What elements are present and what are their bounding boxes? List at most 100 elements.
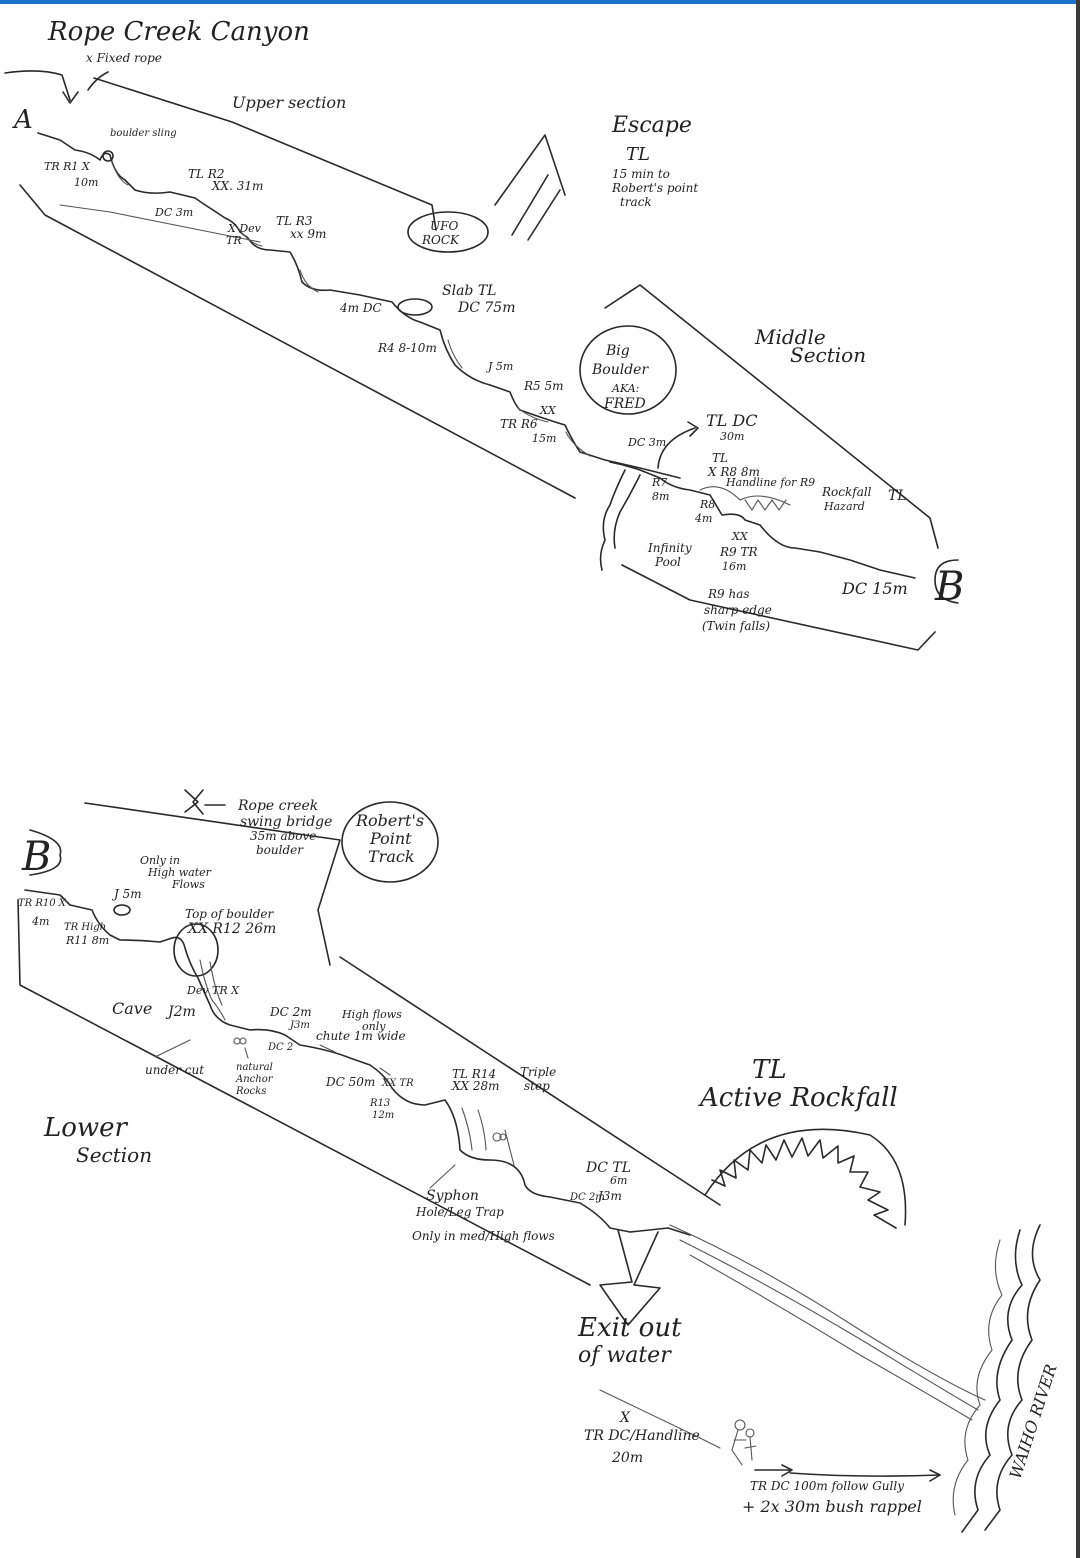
dc-3m-b-label: DC 3m	[627, 436, 666, 449]
fred-boulder-outline	[579, 325, 677, 415]
under-cut-label: under cut	[145, 1063, 204, 1077]
escape-note-2: Robert's point	[611, 181, 698, 195]
bridge-note-3: 35m above	[250, 829, 316, 843]
r5-label: R5 5m	[523, 379, 564, 393]
r4-label: R4 8-10m	[377, 341, 437, 355]
r9-note-2: sharp edge	[704, 603, 772, 617]
r12-water-squiggle	[199, 959, 226, 1021]
tl-big-label: TL	[752, 1055, 787, 1085]
escape-note-3: track	[620, 195, 652, 209]
r8b-length: 4m	[694, 512, 712, 525]
r11-label: R11 8m	[65, 934, 109, 947]
slab-oval	[397, 298, 433, 316]
high-water-2: High water	[147, 866, 212, 879]
dev-label: X Dev	[227, 222, 262, 235]
lower-section-2: Section	[76, 1143, 152, 1167]
slab-label: Slab TL	[442, 283, 496, 299]
bridge-note-2: swing bridge	[240, 814, 332, 830]
tr-r6-label: TR R6	[500, 417, 538, 431]
ufo-label-2: ROCK	[421, 233, 460, 247]
tr-handline-length: 20m	[611, 1450, 643, 1466]
natural-anchor-1: natural	[236, 1062, 273, 1073]
twin-falls-1	[599, 469, 626, 571]
r10-length: 4m	[31, 915, 49, 928]
marker-b-top: B	[934, 564, 964, 610]
dc-50m-label: DC 50m	[325, 1075, 375, 1089]
swing-bridge-symbol	[184, 789, 204, 815]
tl-dc-length: 30m	[720, 430, 744, 443]
syphon-2: Hole/Leg Trap	[415, 1205, 504, 1219]
escape-label: Escape	[611, 113, 692, 138]
rockfall-hazard-1: Rockfall	[821, 485, 872, 499]
tr-handline-label: TR DC/Handline	[584, 1428, 700, 1444]
marker-b-bottom-curve	[29, 829, 62, 876]
canyon-profile-upper	[37, 132, 681, 479]
syphon-3: Only in med/High flows	[412, 1229, 555, 1243]
tl-dc-arrow	[657, 421, 699, 469]
ufo-rock-outline	[407, 211, 489, 253]
marker-b-bottom: B	[21, 834, 51, 880]
title: Rope Creek Canyon	[47, 17, 310, 47]
fixed-rope-label: x Fixed rope	[86, 51, 162, 65]
lower-outline-top-right	[339, 956, 721, 1206]
top-diagram-labels: Rope Creek Canyon x Fixed rope A Upper s…	[12, 17, 964, 633]
r14-rock-2	[499, 1133, 507, 1141]
j5m-top-label: J 5m	[486, 360, 513, 373]
dc-15m-label: DC 15m	[841, 579, 908, 598]
twin-falls-2	[613, 474, 641, 549]
r13-length: 12m	[372, 1110, 394, 1121]
r3-length: xx 9m	[290, 227, 326, 241]
exit-arrow	[599, 1229, 661, 1326]
roberts-track-1: Robert's	[355, 811, 424, 830]
active-rockfall-arch	[704, 1128, 907, 1226]
outflow-line-1	[669, 1224, 986, 1401]
anchor-rock-1	[233, 1037, 241, 1045]
j5m-pool	[113, 904, 131, 916]
upper-ledge-line	[59, 204, 261, 243]
escape-note-1: 15 min to	[612, 167, 670, 181]
window-top-edge	[0, 0, 1080, 4]
j3m-b-label: J3m	[595, 1189, 622, 1203]
natural-anchor-3: Rocks	[235, 1086, 266, 1097]
r8-label: X R8 8m	[707, 465, 760, 479]
canyon-profile-upper-shadow	[111, 161, 591, 457]
active-rockfall-teeth	[711, 1137, 897, 1229]
active-rockfall-label: Active Rockfall	[698, 1083, 898, 1113]
entry-arrow-head	[62, 91, 79, 104]
r14-length: XX 28m	[451, 1079, 500, 1093]
upper-section-label: Upper section	[232, 93, 346, 112]
tr-x-label: X	[619, 1410, 631, 1426]
roberts-track-outline	[341, 801, 439, 883]
high-flows-1: High flows	[341, 1008, 402, 1021]
r8b-label: R8	[699, 498, 715, 511]
roberts-track-3: Track	[368, 847, 415, 866]
tr-r1-label: TR R1 X	[44, 160, 91, 173]
waiho-river-label: WAIHO RIVER	[1006, 1362, 1061, 1481]
r1-length: 10m	[74, 176, 98, 189]
rockfall-hazard-line	[699, 486, 791, 506]
top-diagram-linework	[4, 70, 959, 651]
fred-3: AKA:	[611, 382, 639, 395]
outflow-line-2	[679, 1239, 979, 1411]
follow-gully-label: TR DC 100m follow Gully	[750, 1479, 904, 1493]
gully-arrow-head	[929, 1469, 941, 1482]
escape-arrow-outline	[494, 134, 566, 206]
r9-xx: XX	[731, 530, 749, 543]
lower-section-1: Lower	[43, 1113, 129, 1143]
upper-outline-bottom	[19, 184, 576, 499]
middle-outline-bottom	[621, 564, 936, 651]
entry-arrow	[4, 70, 71, 101]
tr-high-label: TR High	[64, 922, 106, 933]
fred-1: Big	[605, 343, 630, 359]
high-water-1: Only in	[140, 854, 180, 867]
natural-anchor-2: Anchor	[235, 1074, 274, 1085]
r7-label: R7	[651, 476, 667, 489]
waiho-river-bank-2	[961, 1229, 1023, 1533]
cave-label: Cave	[112, 999, 152, 1018]
gully-arrow-line	[789, 1472, 941, 1477]
r2-length: XX. 31m	[211, 179, 263, 193]
exit-label-1: Exit out	[577, 1313, 682, 1343]
lower-outline-bottom	[17, 899, 591, 1286]
